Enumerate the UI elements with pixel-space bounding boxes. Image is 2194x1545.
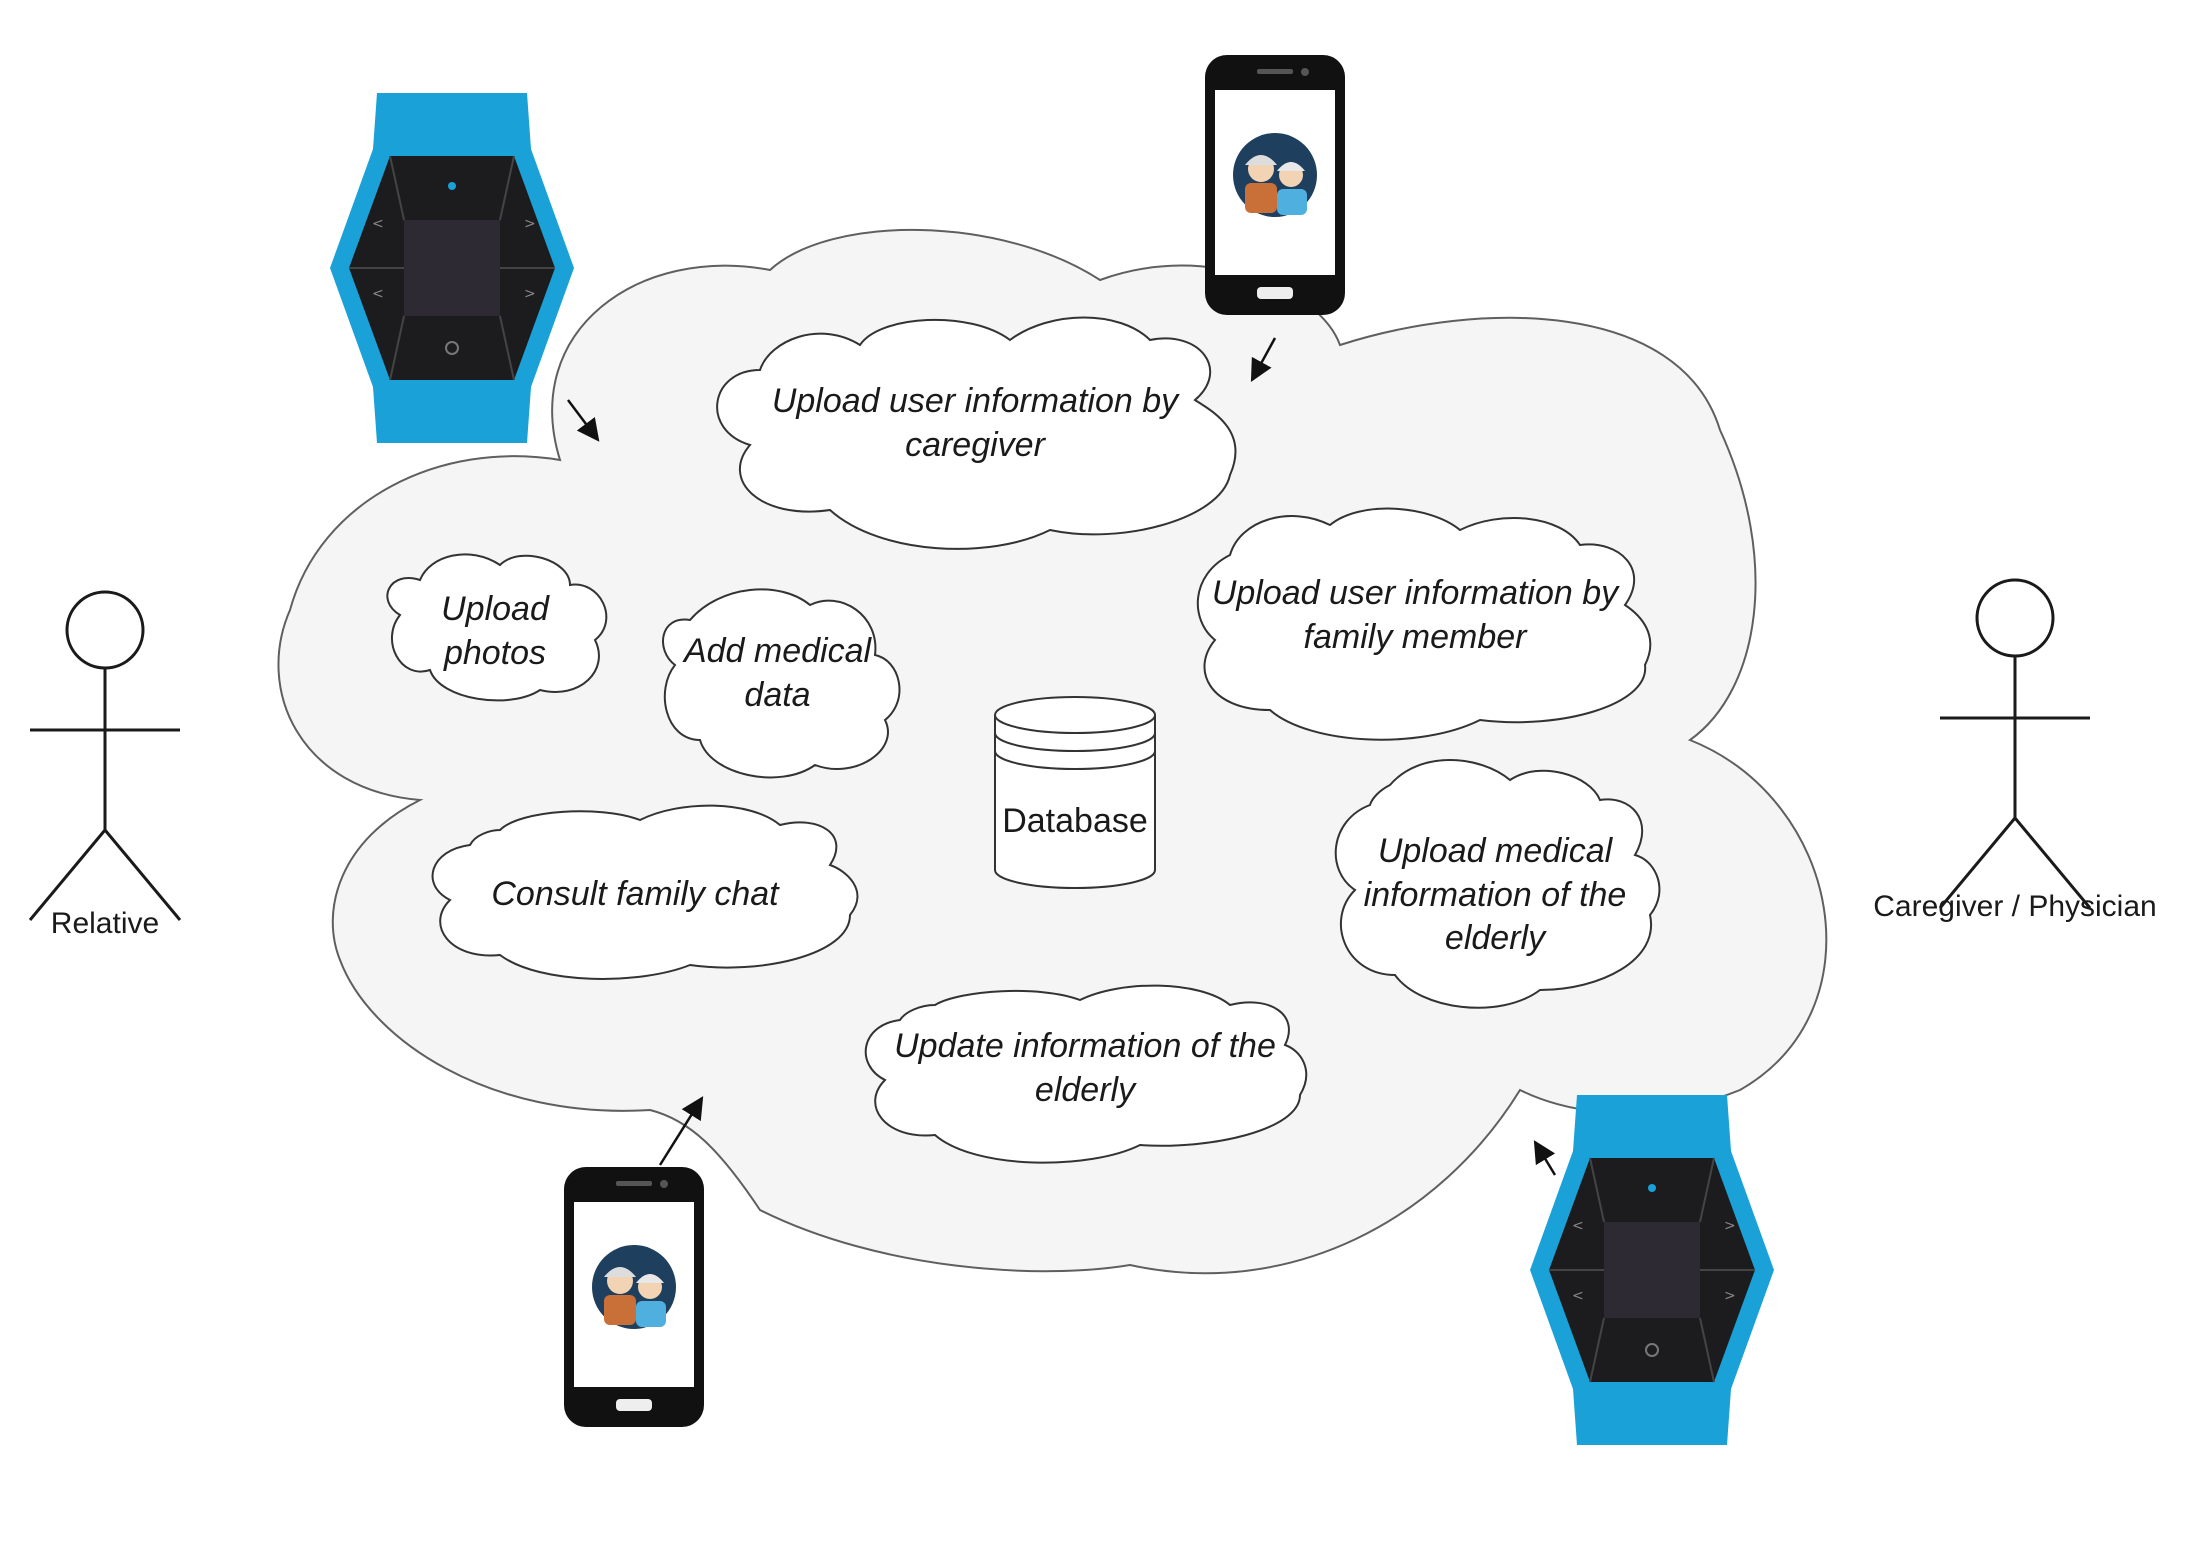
actor-relative-label: Relative <box>50 907 160 940</box>
arrow-watch-bottom-right <box>1533 1140 1557 1176</box>
label-add-medical-data: Add medical data <box>683 632 872 714</box>
actor-relative-figure <box>28 590 182 922</box>
arrow-phone-top <box>1250 337 1277 382</box>
bubble-update-information-elderly <box>864 984 1308 1164</box>
arrow-watch-top-left <box>567 399 600 442</box>
smartwatch-top-left <box>329 92 575 444</box>
actor-caregiver-figure <box>1938 578 2092 910</box>
label-upload-photos: Upload photos <box>441 590 549 672</box>
smartphone-top <box>1205 55 1345 315</box>
database-label: Database <box>1002 802 1148 840</box>
bubble-upload-by-family-member <box>1196 507 1652 741</box>
label-upload-by-family-member: Upload user information by family member <box>1211 574 1619 656</box>
actor-caregiver-label: Caregiver / Physician <box>1873 890 2157 923</box>
smartwatch-bottom-right <box>1529 1094 1775 1446</box>
database-cylinder <box>994 696 1156 889</box>
label-upload-by-caregiver: Upload user information by caregiver <box>771 382 1179 464</box>
bubble-consult-family-chat <box>431 804 859 980</box>
label-update-information-elderly: Update information of the elderly <box>894 1027 1276 1109</box>
bubble-add-medical-data <box>662 588 901 779</box>
label-upload-medical-information: Upload medical information of the elderl… <box>1363 832 1627 958</box>
bubble-upload-medical-information <box>1334 759 1661 1009</box>
bubble-upload-by-caregiver <box>716 316 1237 550</box>
smartphone-bottom <box>564 1167 704 1427</box>
label-consult-family-chat: Consult family chat <box>491 875 779 913</box>
bubble-upload-photos <box>386 553 608 702</box>
arrow-phone-bottom <box>658 1096 704 1166</box>
